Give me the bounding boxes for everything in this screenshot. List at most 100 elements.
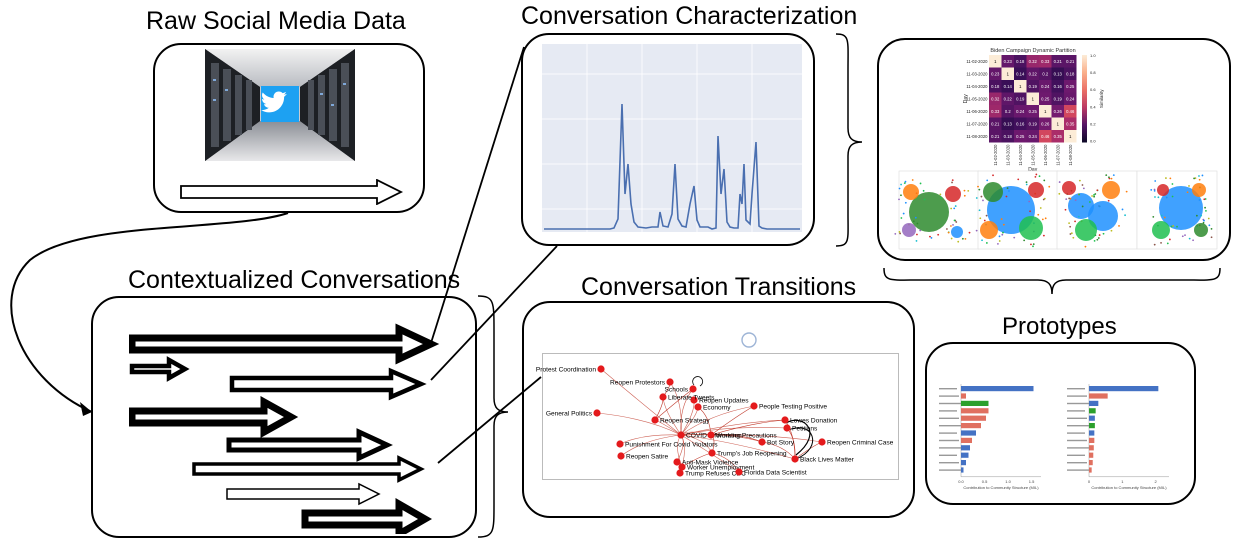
community-node <box>1168 238 1171 241</box>
community-node <box>1068 222 1070 225</box>
community-node <box>1074 199 1077 201</box>
community-node <box>1170 225 1173 228</box>
community-node <box>1154 180 1157 182</box>
community-node <box>1194 177 1197 180</box>
title-conversation-transitions: Conversation Transitions <box>581 273 857 301</box>
community-node <box>1110 229 1113 232</box>
community-node <box>1001 233 1004 236</box>
conversation-arrow-3 <box>229 367 427 401</box>
community-node <box>1017 178 1020 181</box>
heatmap-cell-label: 1 <box>1032 97 1035 102</box>
prototype-bar-label <box>1067 432 1085 434</box>
heatmap-cell-label: 1 <box>1057 122 1060 127</box>
community-node <box>1034 175 1037 178</box>
heatmap-cell <box>1026 117 1039 130</box>
community-cluster <box>1159 186 1203 230</box>
network-edge <box>680 434 796 460</box>
community-node <box>1195 214 1198 217</box>
heatmap-cell-label: 0.14 <box>1004 84 1013 89</box>
heatmap-cell-label: 1 <box>1069 134 1072 139</box>
heatmap-row-label: 11-04-2020 <box>966 84 988 89</box>
community-node <box>904 180 907 183</box>
prototype-bar-label <box>939 454 957 456</box>
network-node <box>689 385 697 393</box>
community-node <box>915 240 918 242</box>
community-node <box>911 179 914 181</box>
community-node <box>1093 194 1095 196</box>
network-edge <box>680 434 763 443</box>
community-node <box>1002 231 1004 234</box>
bar-tick-label: 0.0 <box>958 479 964 484</box>
community-cluster <box>945 186 961 202</box>
prototype-bar-label <box>1067 388 1085 390</box>
community-node <box>1165 196 1168 199</box>
heatmap-cell <box>1064 130 1077 143</box>
brace-characterization <box>835 33 863 247</box>
community-node <box>1121 208 1124 211</box>
community-node <box>950 237 953 240</box>
heatmap-cell <box>1039 55 1052 68</box>
network-node-label: Liberate Tweets <box>668 395 715 402</box>
prototype-bar-label <box>1067 439 1087 442</box>
community-node <box>955 221 958 223</box>
colorbar-tick-label: 1.0 <box>1090 53 1096 58</box>
community-node <box>1013 236 1016 239</box>
community-cluster <box>1062 181 1076 195</box>
network-node-label: Reopen Strategy <box>660 418 710 425</box>
community-node <box>998 240 1001 242</box>
community-cluster <box>1088 201 1118 231</box>
bar-tick-label: 0 <box>1088 479 1091 484</box>
community-node <box>1078 179 1081 182</box>
community-node <box>985 214 988 217</box>
community-node <box>1077 215 1080 218</box>
heatmap-col-label: 11-03-2020 <box>1005 144 1010 166</box>
prototype-bar-label <box>1067 454 1085 456</box>
network-node-label: Lowes Donation <box>790 418 838 425</box>
community-node <box>894 232 897 235</box>
heatmap-cell <box>1001 105 1014 118</box>
community-node <box>1150 189 1153 191</box>
heatmap-cell-label: 0.26 <box>1041 122 1050 127</box>
network-node-label: Punishment For Covid Violators <box>625 442 718 449</box>
community-node <box>1065 198 1068 201</box>
prototype-bar <box>1089 445 1094 451</box>
community-node <box>1069 225 1072 228</box>
heatmap-cell <box>1014 80 1027 93</box>
bar-tick-label: 0.5 <box>982 479 988 484</box>
prototype-bar-label <box>939 447 961 449</box>
community-node <box>1160 241 1162 244</box>
community-node <box>900 217 903 219</box>
heatmap-cell-label: 0.33 <box>1041 59 1050 64</box>
connector-line-top <box>430 46 525 344</box>
community-node <box>912 220 915 223</box>
heatmap-cell-label: 0.25 <box>1066 84 1075 89</box>
community-node <box>1110 177 1113 180</box>
heatmap-cell <box>1064 67 1077 80</box>
community-node <box>898 187 901 190</box>
conversation-arrows <box>129 323 440 534</box>
heatmap-title: Biden Campaign Dynamic Partition <box>990 48 1075 54</box>
community-node <box>1081 205 1084 208</box>
heatmap-cell-label: 0.2 <box>1005 109 1011 114</box>
conversation-arrow-5 <box>226 428 393 462</box>
prototype-bar-label <box>939 402 961 405</box>
community-cluster <box>983 182 1003 202</box>
community-node <box>1207 217 1210 220</box>
network-self-loop <box>692 376 704 387</box>
community-node <box>1002 223 1005 226</box>
community-node <box>1125 190 1128 193</box>
prototype-bar <box>1089 386 1159 392</box>
prototype-bar <box>961 445 970 451</box>
heatmap-cell-label: 0.13 <box>1004 122 1013 127</box>
community-node <box>1154 196 1156 198</box>
prototype-bar-label <box>1067 469 1089 471</box>
heatmap-cell-label: 0.21 <box>1066 59 1075 64</box>
community-node <box>898 198 900 201</box>
network-edge <box>785 427 814 460</box>
community-node <box>1074 220 1076 223</box>
network-node <box>666 378 674 386</box>
community-node <box>1181 235 1184 238</box>
